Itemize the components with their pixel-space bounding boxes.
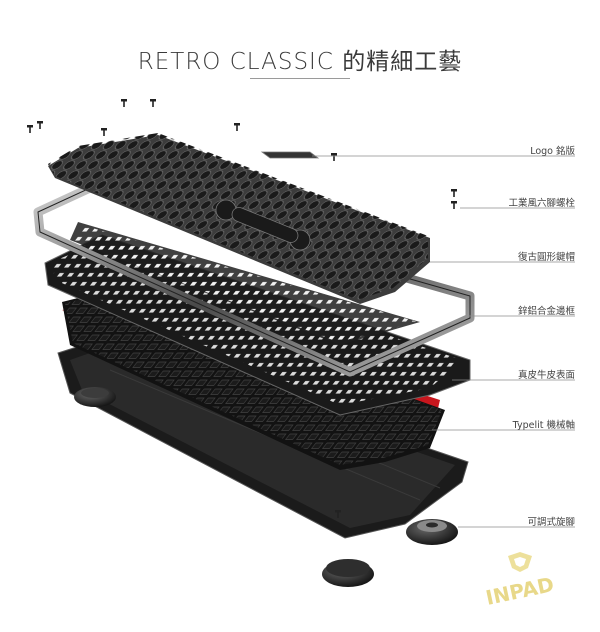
- watermark-text: INPAD: [484, 572, 557, 610]
- keycap-layer: [48, 133, 430, 304]
- adjustable-feet: [322, 519, 458, 587]
- page-title: RETRO CLASSIC 的精細工藝: [137, 49, 463, 75]
- callout-leather-surface: 真皮牛皮表面: [517, 370, 575, 381]
- callout-logo-plate: Logo 銘版: [530, 146, 575, 157]
- callout-adjustable-feet: 可調式旋腳: [527, 517, 575, 528]
- switch-layer: [62, 290, 445, 470]
- callout-lines: [312, 155, 575, 528]
- callout-hex-bolts: 工業風六腳螺栓: [508, 198, 575, 209]
- title-underline: [250, 78, 350, 79]
- inpad-watermark-logo: INPAD: [484, 552, 557, 610]
- callout-alloy-frame: 鋅鋁合金邊框: [517, 306, 575, 317]
- callout-mech-switches: Typelit 機械軸: [512, 420, 575, 431]
- logo-plate: [260, 151, 320, 159]
- callout-round-keycaps: 復古圓形鍵帽: [517, 252, 575, 263]
- screws: [27, 99, 457, 518]
